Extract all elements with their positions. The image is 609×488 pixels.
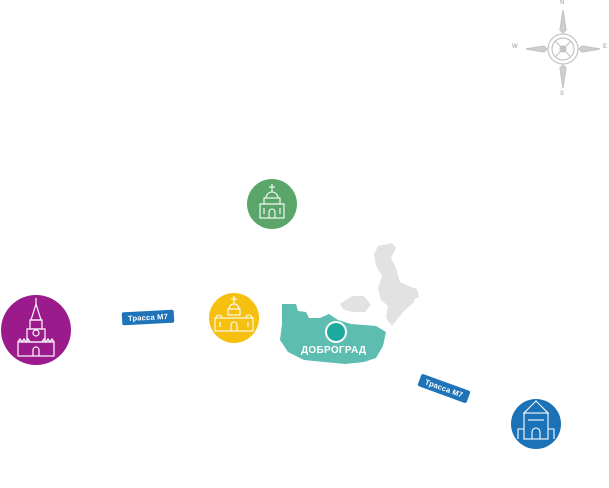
city-marker-icon[interactable]	[325, 321, 347, 343]
landmark-fortress[interactable]	[511, 399, 561, 449]
fortress-tower-icon	[517, 400, 555, 440]
road-badge-m7[interactable]: Трасса M7	[121, 309, 175, 326]
landmark-monastery[interactable]	[209, 293, 259, 343]
compass-north-label: N	[560, 0, 565, 6]
kremlin-tower-icon	[17, 298, 55, 357]
compass-south-label: S	[560, 91, 565, 97]
district-shapes	[340, 243, 419, 326]
landmark-church[interactable]	[247, 179, 297, 229]
compass-east-label: E	[603, 44, 608, 50]
church-icon	[259, 184, 285, 219]
monastery-icon	[214, 296, 254, 332]
compass-west-label: W	[512, 44, 518, 50]
city-name-label: ДОБРОГРАД	[301, 345, 367, 356]
compass-rose-icon	[525, 9, 601, 89]
landmark-kremlin[interactable]	[1, 295, 71, 365]
